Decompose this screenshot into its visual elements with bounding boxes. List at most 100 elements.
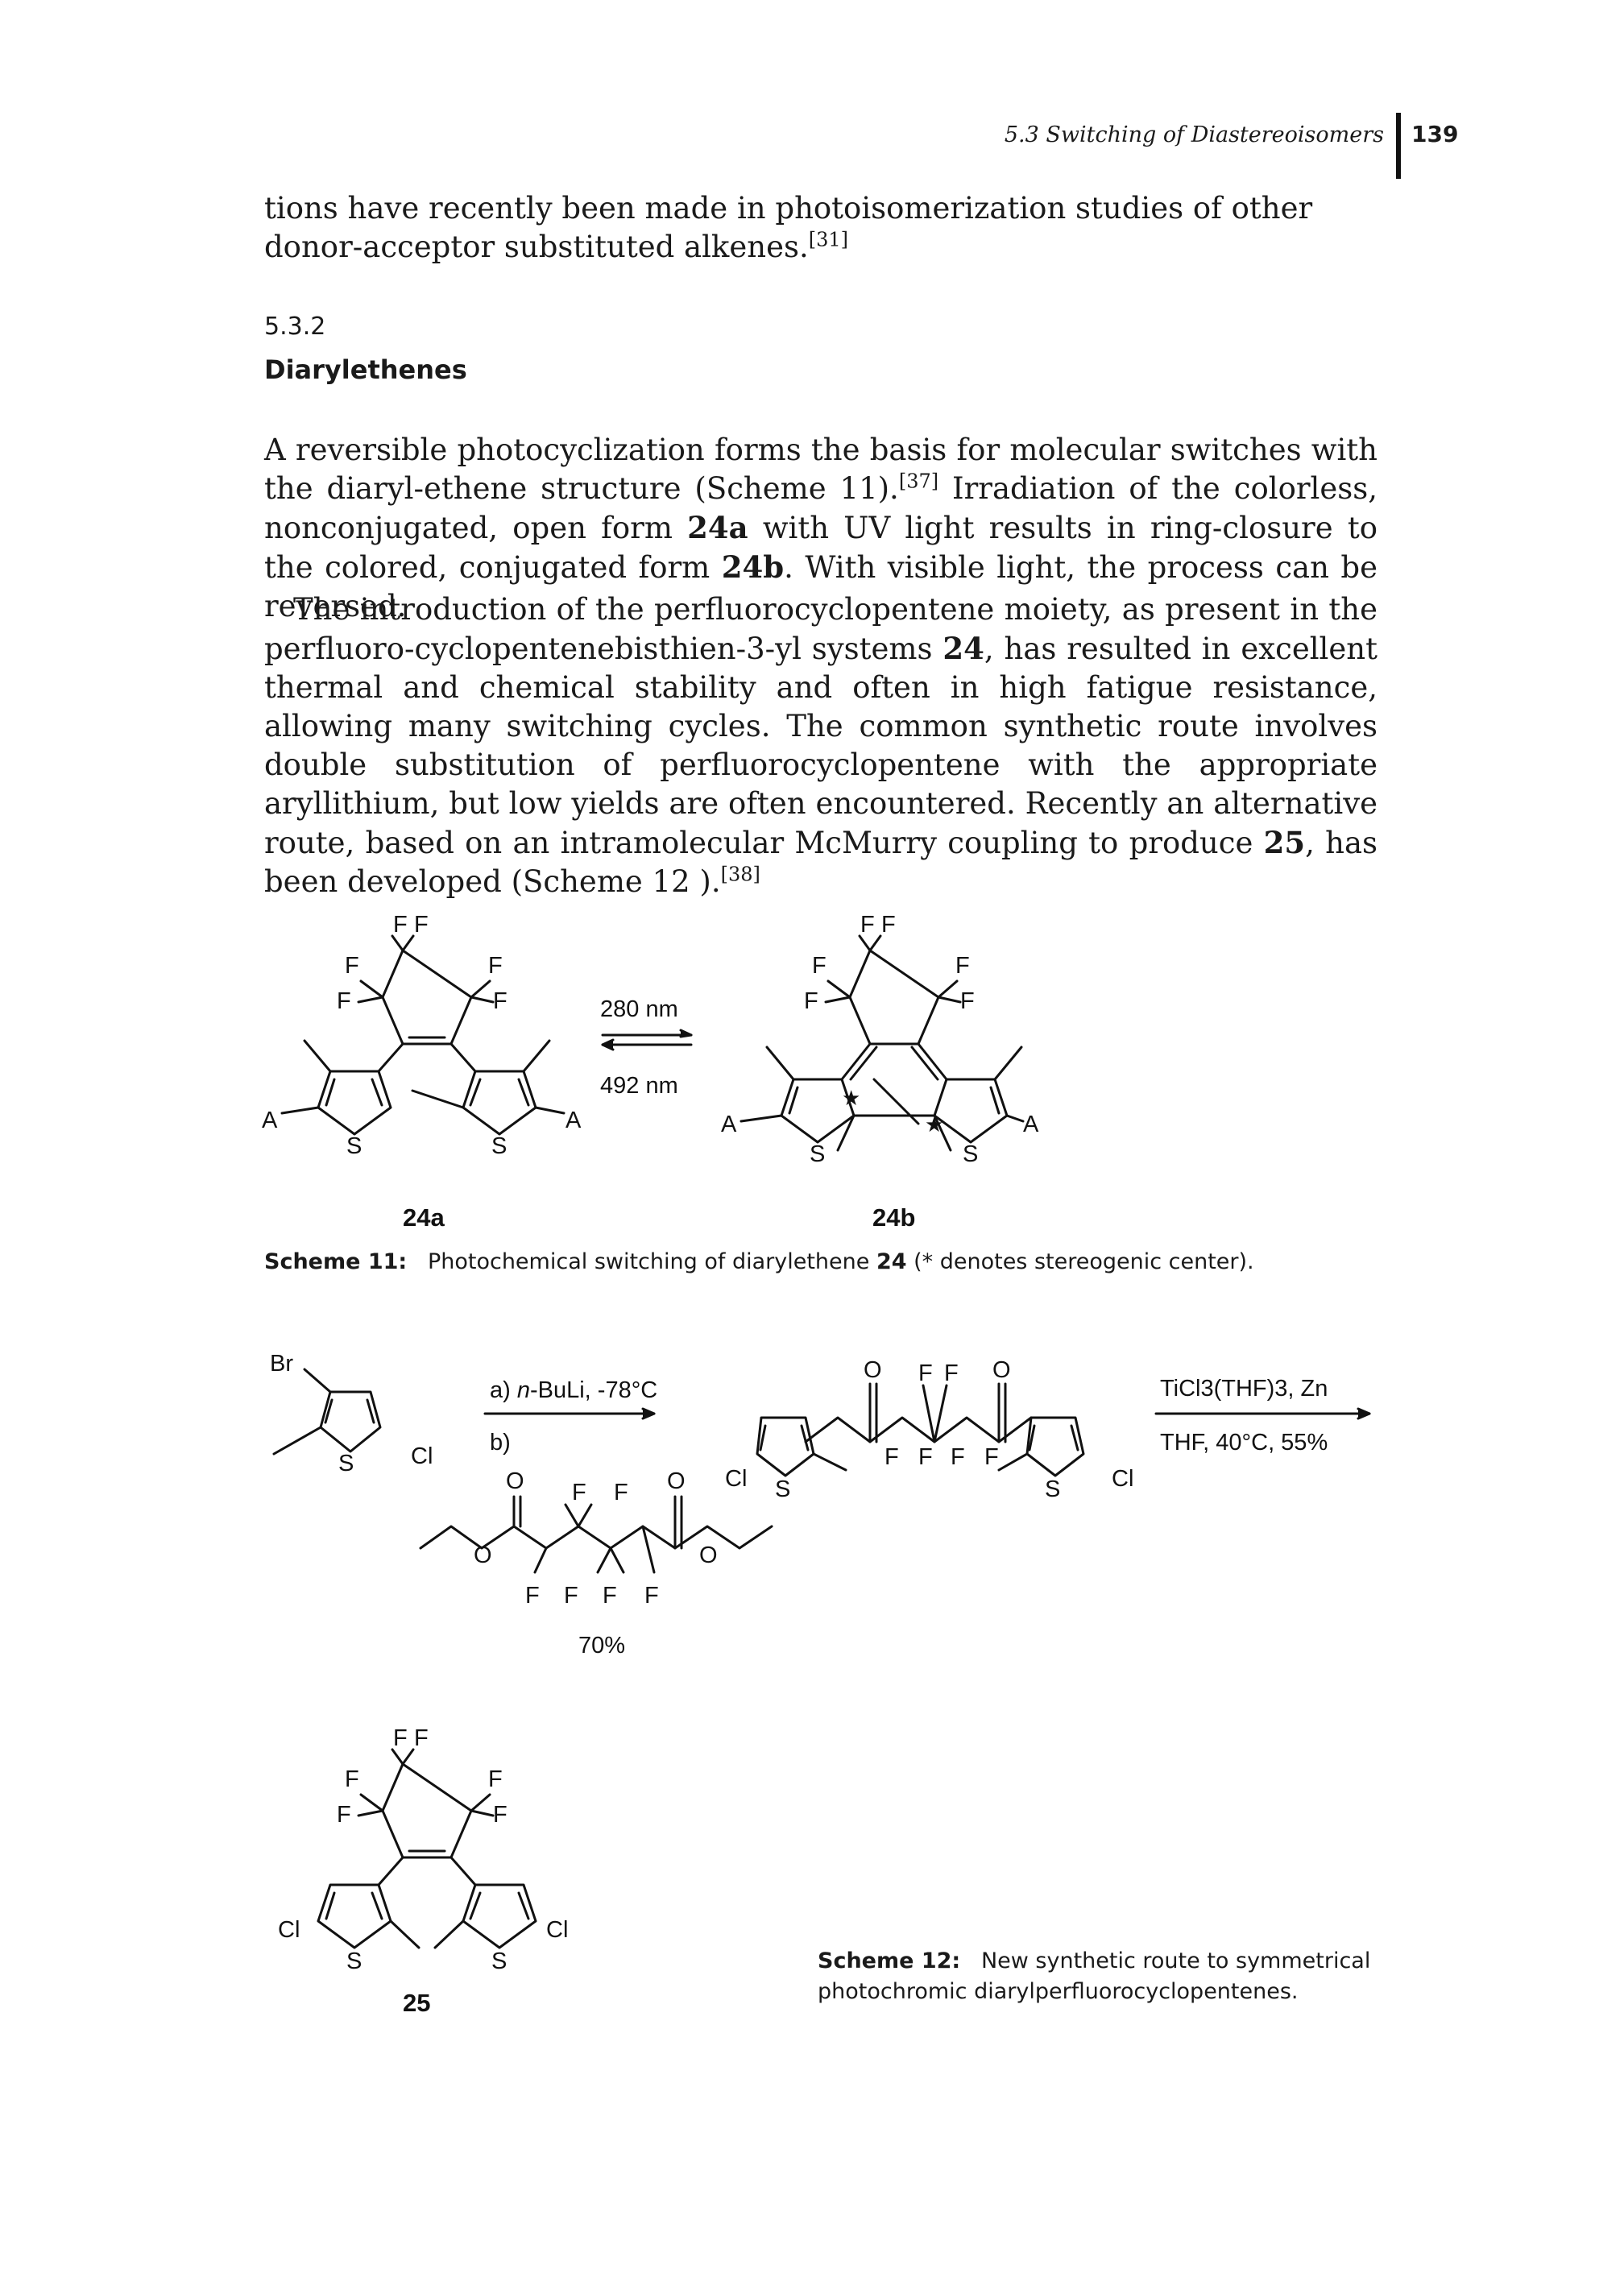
paragraph-1-text-c: with UV light results in ring-closure to… xyxy=(264,511,1378,585)
citation-31: [31] xyxy=(808,228,848,251)
paragraph-1-text-a: A reversible photocyclization forms the … xyxy=(264,433,1378,506)
running-head: 5.3 Switching of Diastereoisomers xyxy=(1004,122,1384,147)
paragraph-2-text-b: , has resulted in excellent thermal and … xyxy=(264,632,1378,860)
atom-f: F xyxy=(881,912,896,938)
atom-cl: Cl xyxy=(725,1466,747,1492)
atom-cl: Cl xyxy=(546,1917,568,1943)
atom-o: O xyxy=(474,1543,492,1568)
atom-f: F xyxy=(812,953,826,979)
atom-f: F xyxy=(564,1583,578,1609)
atom-a: A xyxy=(1023,1112,1039,1137)
compound-24-ref: 24 xyxy=(942,631,984,666)
label-25: 25 xyxy=(403,1989,430,2017)
compound-25-ref: 25 xyxy=(1263,825,1306,860)
scheme-11-caption: Scheme 11: Photochemical switching of di… xyxy=(264,1247,1254,1278)
atom-f: F xyxy=(414,912,429,938)
paragraph-1-text-d: . With visible light, the process can be… xyxy=(264,550,1378,623)
header-rule xyxy=(1396,113,1401,179)
atom-f: F xyxy=(393,912,408,938)
scheme-12-caption-label: Scheme 12: xyxy=(818,1948,961,1973)
scheme-12-caption-text: New synthetic route to symmetrical photo… xyxy=(818,1948,1371,2004)
atom-f: F xyxy=(614,1480,628,1505)
atom-f: F xyxy=(884,1444,899,1470)
scheme-11-caption-text: Photochemical switching of diarylethene xyxy=(427,1249,876,1274)
paragraph-2-text-a: The introduction of the perfluorocyclope… xyxy=(264,592,1378,666)
label-24b: 24b xyxy=(872,1203,915,1232)
atom-f: F xyxy=(345,1766,359,1792)
compound-24b-ref: 24b xyxy=(721,549,785,585)
section-number: 5.3.2 xyxy=(264,313,326,341)
label-24a: 24a xyxy=(403,1203,445,1232)
atom-o: O xyxy=(506,1468,524,1494)
atom-s: S xyxy=(491,1133,507,1159)
atom-f: F xyxy=(804,988,818,1014)
atom-a: A xyxy=(721,1112,737,1137)
reagent-line-1: TiCl3(THF)3, Zn xyxy=(1160,1376,1328,1402)
atom-f: F xyxy=(525,1583,540,1609)
intro-text: tions have recently been made in photois… xyxy=(264,191,1313,264)
atom-o: O xyxy=(699,1543,718,1568)
atom-f: F xyxy=(345,953,359,979)
yield-1: 70% xyxy=(578,1633,625,1658)
scheme-11-caption-text-2: (* denotes stereogenic center). xyxy=(906,1249,1254,1274)
atom-f: F xyxy=(918,1444,933,1470)
atom-o: O xyxy=(667,1468,686,1494)
atom-f: F xyxy=(493,1802,508,1828)
atom-f: F xyxy=(337,988,351,1014)
atom-o: O xyxy=(864,1357,882,1383)
step-b: b) xyxy=(490,1430,511,1456)
reverse-condition: 492 nm xyxy=(600,1073,678,1099)
atom-f: F xyxy=(951,1444,965,1470)
atom-cl: Cl xyxy=(411,1443,433,1469)
atom-br: Br xyxy=(270,1351,293,1377)
paragraph-2: The introduction of the perfluorocyclope… xyxy=(264,590,1378,901)
atom-s: S xyxy=(491,1948,507,1974)
atom-f: F xyxy=(603,1583,617,1609)
atom-f: F xyxy=(944,1360,959,1386)
atom-f: F xyxy=(860,912,875,938)
intro-paragraph: tions have recently been made in photois… xyxy=(264,189,1378,267)
page-number: 139 xyxy=(1411,121,1459,147)
citation-37: [37] xyxy=(898,470,939,493)
scheme-12-caption: Scheme 12: New synthetic route to symmet… xyxy=(818,1946,1382,2007)
atom-s: S xyxy=(1045,1476,1060,1502)
atom-cl: Cl xyxy=(278,1917,300,1943)
atom-f: F xyxy=(572,1480,586,1505)
atom-cl: Cl xyxy=(1112,1466,1133,1492)
paragraph-1: A reversible photocyclization forms the … xyxy=(264,431,1378,626)
atom-s: S xyxy=(775,1476,790,1502)
scheme-11-caption-label: Scheme 11: xyxy=(264,1249,408,1274)
atom-s: S xyxy=(963,1141,978,1167)
atom-s: S xyxy=(346,1948,362,1974)
atom-f: F xyxy=(488,1766,503,1792)
atom-o: O xyxy=(992,1357,1011,1383)
step-a: a) n-BuLi, -78°C xyxy=(490,1377,657,1403)
atom-f: F xyxy=(918,1360,933,1386)
stereocenter-star: ★ xyxy=(925,1112,943,1137)
scheme-11-caption-compound: 24 xyxy=(876,1249,907,1274)
atom-f: F xyxy=(393,1725,408,1751)
atom-f: F xyxy=(984,1444,999,1470)
compound-24a-ref: 24a xyxy=(687,510,748,545)
atom-f: F xyxy=(488,953,503,979)
atom-f: F xyxy=(960,988,975,1014)
atom-s: S xyxy=(338,1451,354,1476)
atom-f: F xyxy=(493,988,508,1014)
paragraph-2-text-c: , has been developed (Scheme 12 ). xyxy=(264,826,1378,899)
atom-f: F xyxy=(337,1802,351,1828)
atom-s: S xyxy=(346,1133,362,1159)
atom-f: F xyxy=(644,1583,659,1609)
section-title: Diarylethenes xyxy=(264,354,467,385)
reagent-line-2: THF, 40°C, 55% xyxy=(1160,1430,1328,1456)
atom-f: F xyxy=(414,1725,429,1751)
atom-s: S xyxy=(810,1141,825,1167)
paragraph-1-text-b: Irradiation of the colorless, nonconjuga… xyxy=(264,471,1378,545)
citation-38: [38] xyxy=(720,863,760,886)
stereocenter-star: ★ xyxy=(842,1086,860,1110)
atom-a: A xyxy=(566,1108,582,1133)
forward-condition: 280 nm xyxy=(600,996,678,1022)
atom-a: A xyxy=(262,1108,278,1133)
atom-f: F xyxy=(955,953,970,979)
